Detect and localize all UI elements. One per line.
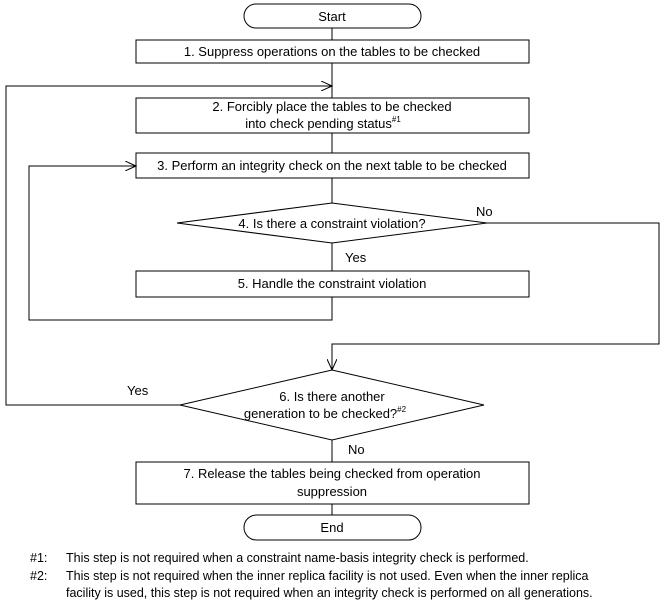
footnote-2-text-line1: This step is not required when the inner… [66, 569, 589, 583]
step-2-label-line1: 2. Forcibly place the tables to be check… [212, 99, 451, 114]
step-4-no-connector [332, 222, 660, 370]
step-6-label-line2: generation to be checked?#2 [244, 405, 407, 421]
step-4-yes-label: Yes [345, 250, 367, 265]
step-6-decision [179, 369, 485, 441]
footnote-1: #1: This step is not required when a cons… [30, 550, 529, 567]
step-6-yes-label: Yes [127, 383, 149, 398]
step-1-label: 1. Suppress operations on the tables to … [184, 44, 480, 59]
footnote-2-text-line2: facility is used, this step is not requi… [66, 586, 593, 600]
footnote-1-text: This step is not required when a constra… [66, 551, 529, 565]
step-6-label-line1: 6. Is there another [279, 389, 385, 404]
footnote-2-tag: #2: [30, 569, 48, 583]
step-2-note-ref: #1 [392, 115, 401, 124]
step-7-label-line2: suppression [297, 484, 367, 499]
step-6-yes-loop-connector [5, 86, 332, 406]
step-3-label: 3. Perform an integrity check on the nex… [157, 158, 507, 173]
start-label: Start [318, 9, 346, 24]
end-label: End [320, 520, 343, 535]
footnote-2: #2: This step is not required when the in… [30, 568, 593, 602]
step-5-loop-connector [28, 166, 333, 321]
flowchart: Start 1. Suppress operations on the tabl… [5, 3, 660, 541]
step-7-box [135, 461, 530, 505]
step-4-label: 4. Is there a constraint violation? [238, 216, 425, 231]
step-5-box [135, 270, 530, 298]
footnote-1-tag: #1: [30, 551, 48, 565]
step-5-label: 5. Handle the constraint violation [238, 276, 427, 291]
step-6-no-label: No [348, 442, 365, 457]
step-2-label-line2: into check pending status#1 [245, 115, 401, 131]
step-2-label-line2-text: into check pending status [245, 116, 392, 131]
step-6-label-line2-text: generation to be checked? [244, 406, 397, 421]
step-2-box [135, 97, 530, 134]
step-4-no-label: No [476, 204, 493, 219]
step-7-label-line1: 7. Release the tables being checked from… [183, 466, 480, 481]
end-terminator [243, 514, 422, 541]
step-6-note-ref: #2 [397, 405, 406, 414]
